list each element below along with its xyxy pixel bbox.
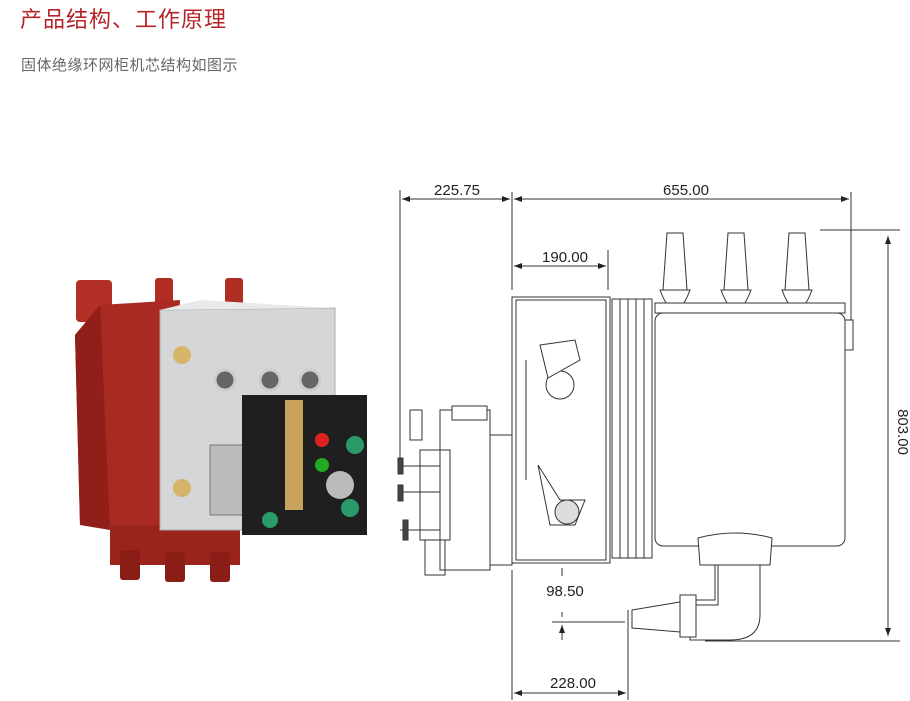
- dim-label-total-width: 655.00: [663, 182, 709, 199]
- switchgear-outline: [397, 232, 854, 641]
- dim-label-cable-offset: 228.00: [550, 675, 596, 692]
- product-photo: [75, 278, 367, 582]
- dim-label-operating-depth: 225.75: [434, 182, 480, 199]
- page-subtitle: 固体绝缘环网柜机芯结构如图示: [21, 56, 239, 74]
- dim-label-mechanism-width: 190.00: [542, 249, 588, 266]
- operating-mechanism: [209, 395, 367, 535]
- dim-label-bottom-offset: 98.50: [546, 583, 584, 600]
- dim-label-height: 803.00: [894, 409, 910, 455]
- page-title: 产品结构、工作原理: [20, 8, 228, 33]
